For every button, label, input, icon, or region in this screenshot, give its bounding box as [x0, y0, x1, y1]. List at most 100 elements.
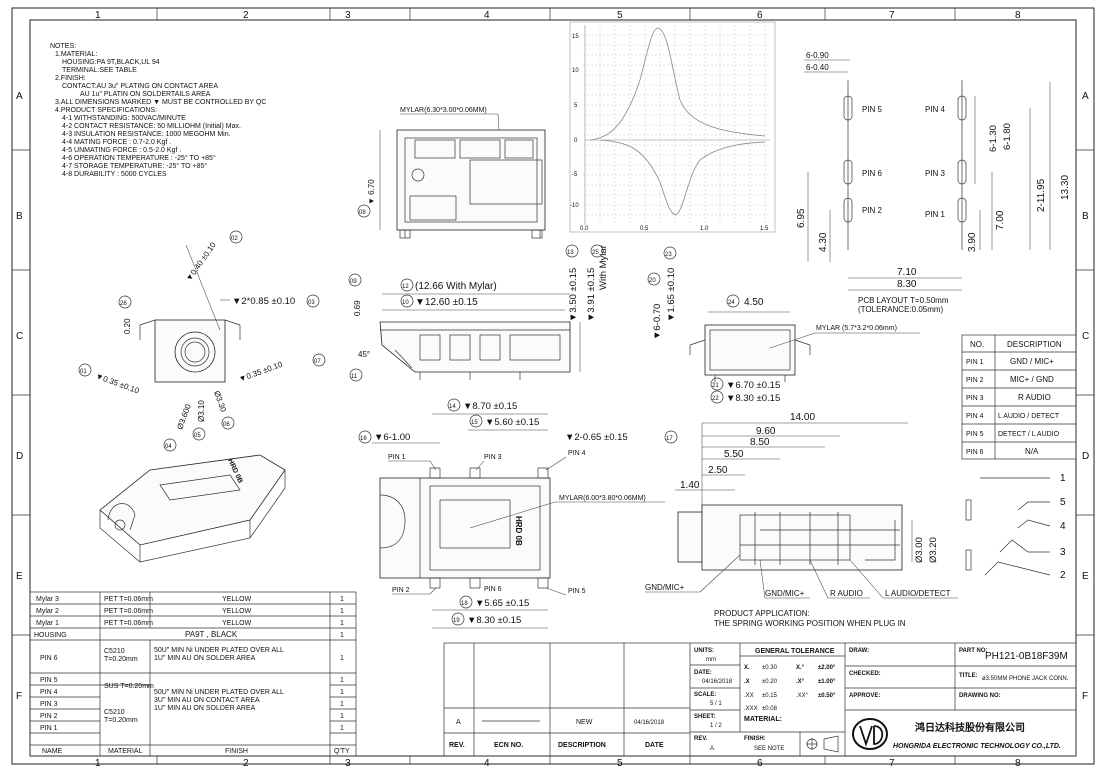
notes-title: NOTES: [50, 43, 76, 50]
column-labels-top: 1 2 3 4 5 6 7 8 [95, 10, 1021, 21]
bom-cell: PET T=0.06mm [104, 596, 153, 603]
col-label: 4 [484, 10, 490, 21]
row-label: D [1082, 451, 1089, 462]
bom-line: 3U" MIN AU ON CONTACT AREA [154, 697, 260, 704]
bom-cell: YELLOW [222, 608, 252, 615]
balloon-number: 24 [728, 300, 735, 306]
bom-cell: 1 [340, 713, 344, 720]
pcb-note: PCB LAYOUT T=0.50mm [858, 296, 949, 305]
tol-cell: .XX [744, 693, 754, 699]
tol-cell: .X [744, 679, 750, 685]
dim-label: 6.95 [796, 208, 807, 228]
balloon-number: 04 [165, 444, 172, 450]
dim-label: ▼8.30 ±0.15 [726, 393, 780, 404]
general-tolerance-title: GENERAL TOLERANCE [755, 648, 835, 655]
dim-label: 9.60 [756, 426, 776, 437]
bom-cell: Mylar 1 [36, 620, 59, 627]
dim-label: 1.40 [680, 480, 700, 491]
table-cell: PIN 3 [966, 395, 984, 402]
rev-label: REV. [694, 736, 708, 742]
col-label: 3 [345, 10, 351, 21]
pin-label: PIN 3 [484, 454, 502, 461]
rev-cell: A [456, 719, 461, 726]
bom-cell: 1 [340, 608, 344, 615]
tol-cell: ±0.15 [762, 693, 778, 699]
note-line: 3.ALL DIMENSIONS MARKED ▼ MUST BE CONTRO… [55, 99, 266, 106]
notes-block: NOTES: 1.MATERIAL: HOUSING:PA 9T,BLACK,U… [50, 43, 266, 178]
force-graph: 15 10 5 0 -5 -10 0.0 0.5 1.0 1.5 [569, 21, 776, 233]
bom-cell: SUS T=0.20mm [104, 683, 154, 690]
bottom-view: 14 ▼8.70 ±0.15 15 ▼5.60 ±0.15 16 ▼6-1.00… [358, 398, 678, 629]
dim-label: With Mylar [598, 245, 609, 290]
rev-cell: NEW [576, 719, 593, 726]
bom-header: NAME [42, 748, 63, 755]
balloon-number: 03 [308, 300, 315, 306]
dim-label: ▼6-0.70 [652, 304, 663, 340]
col-label: 8 [1015, 10, 1021, 21]
terminal-label: GND/MIC+ [765, 589, 805, 598]
bom-line: 1U" MIN AU ON SOLDER AREA [154, 705, 256, 712]
bom-line: 1U" MIN AU ON SOLDER AREA [154, 655, 256, 662]
dim-label: 14.00 [790, 412, 815, 423]
projection-cone-icon [823, 735, 839, 753]
rev-header: DATE [645, 742, 664, 749]
dim-label: ▼6.70 ±0.15 [726, 380, 780, 391]
row-label: B [16, 211, 23, 222]
y-tick: -10 [570, 203, 579, 209]
note-line: AU 1u" PLATIN ON SOLDERTAILS AREA [80, 91, 211, 98]
dim-label: Ø3.10 [197, 400, 206, 422]
note-line: 4-2 CONTACT RESISTANCE: 50 MILLIOHM (Ini… [62, 123, 241, 130]
col-label: 8 [1015, 758, 1021, 769]
bom-cell: PIN 3 [40, 701, 58, 708]
application-note: THE SPRING WORKING POSITION WHEN PLUG IN [714, 619, 906, 628]
dim-label: 6-0.40 [806, 63, 829, 72]
table-cell: PIN 1 [966, 359, 984, 366]
bom-cell: 1 [340, 677, 344, 684]
bom-cell: PET T=0.06mm [104, 608, 153, 615]
bom-cell: Mylar 2 [36, 608, 59, 615]
dim-label: ▼3.50 ±0.15 [568, 268, 579, 322]
row-label: E [16, 571, 23, 582]
col-label: 2 [243, 10, 249, 21]
dim-label: ▼8.30 ±0.15 [467, 615, 521, 626]
pin-label: PIN 1 [388, 454, 406, 461]
company-name-en: HONGRIDA ELECTRONIC TECHNOLOGY CO.,LTD. [893, 743, 1061, 750]
dim-label: ▼1.65 ±0.10 [666, 268, 677, 322]
note-line: TERMINAL:SEE TABLE [62, 67, 137, 74]
tol-cell: .XXX [744, 706, 758, 712]
bom-cell: 1 [340, 689, 344, 696]
dim-label: ▼3.91 ±0.15 [586, 268, 597, 322]
tol-cell: .XX° [796, 693, 809, 699]
x-tick: 1.5 [760, 226, 769, 232]
bom-cell: PET T=0.06mm [104, 620, 153, 627]
table-cell: PIN 5 [966, 431, 984, 438]
bom-cell: YELLOW [222, 620, 252, 627]
dim-label: ▼0.35 ±0.10 [94, 371, 141, 395]
bom-line: T=0.20mm [104, 717, 138, 724]
column-ticks [156, 8, 956, 764]
schematic-num: 5 [1060, 497, 1066, 508]
balloon-number: 25 [592, 250, 599, 256]
schematic-num: 1 [1060, 473, 1066, 484]
dim-label: ▼2-0.65 ±0.15 [565, 432, 628, 443]
dim-label: 4.30 [818, 232, 829, 252]
finish-label: FINISH: [744, 736, 766, 742]
pcb-pin-label: PIN 4 [925, 105, 946, 114]
y-tick: 0 [574, 138, 578, 144]
dim-label: (12.66 With Mylar) [415, 281, 497, 292]
jack-schematic: 1 5 4 3 2 [965, 473, 1066, 581]
title-value: ø3.50MM PHONE JACK CONN. [982, 676, 1069, 682]
pcb-pin-label: PIN 2 [862, 206, 883, 215]
bom-cell: PIN 1 [40, 725, 58, 732]
sheet-value: 1 / 2 [710, 723, 722, 729]
tol-cell: ±0.08 [762, 706, 778, 712]
round-view: ▼0.40 ±0.10 02 ▼2*0.85 ±0.10 03 0.20 26 … [78, 230, 326, 452]
mylar-label: MYLAR(6.30*3.00*0.06MM) [400, 107, 487, 114]
rev-value: A [710, 746, 714, 752]
front-housing [704, 324, 796, 376]
isometric-view: HRD 0B [99, 454, 286, 563]
row-label: A [16, 91, 23, 102]
bom-cell: 1 [340, 596, 344, 603]
